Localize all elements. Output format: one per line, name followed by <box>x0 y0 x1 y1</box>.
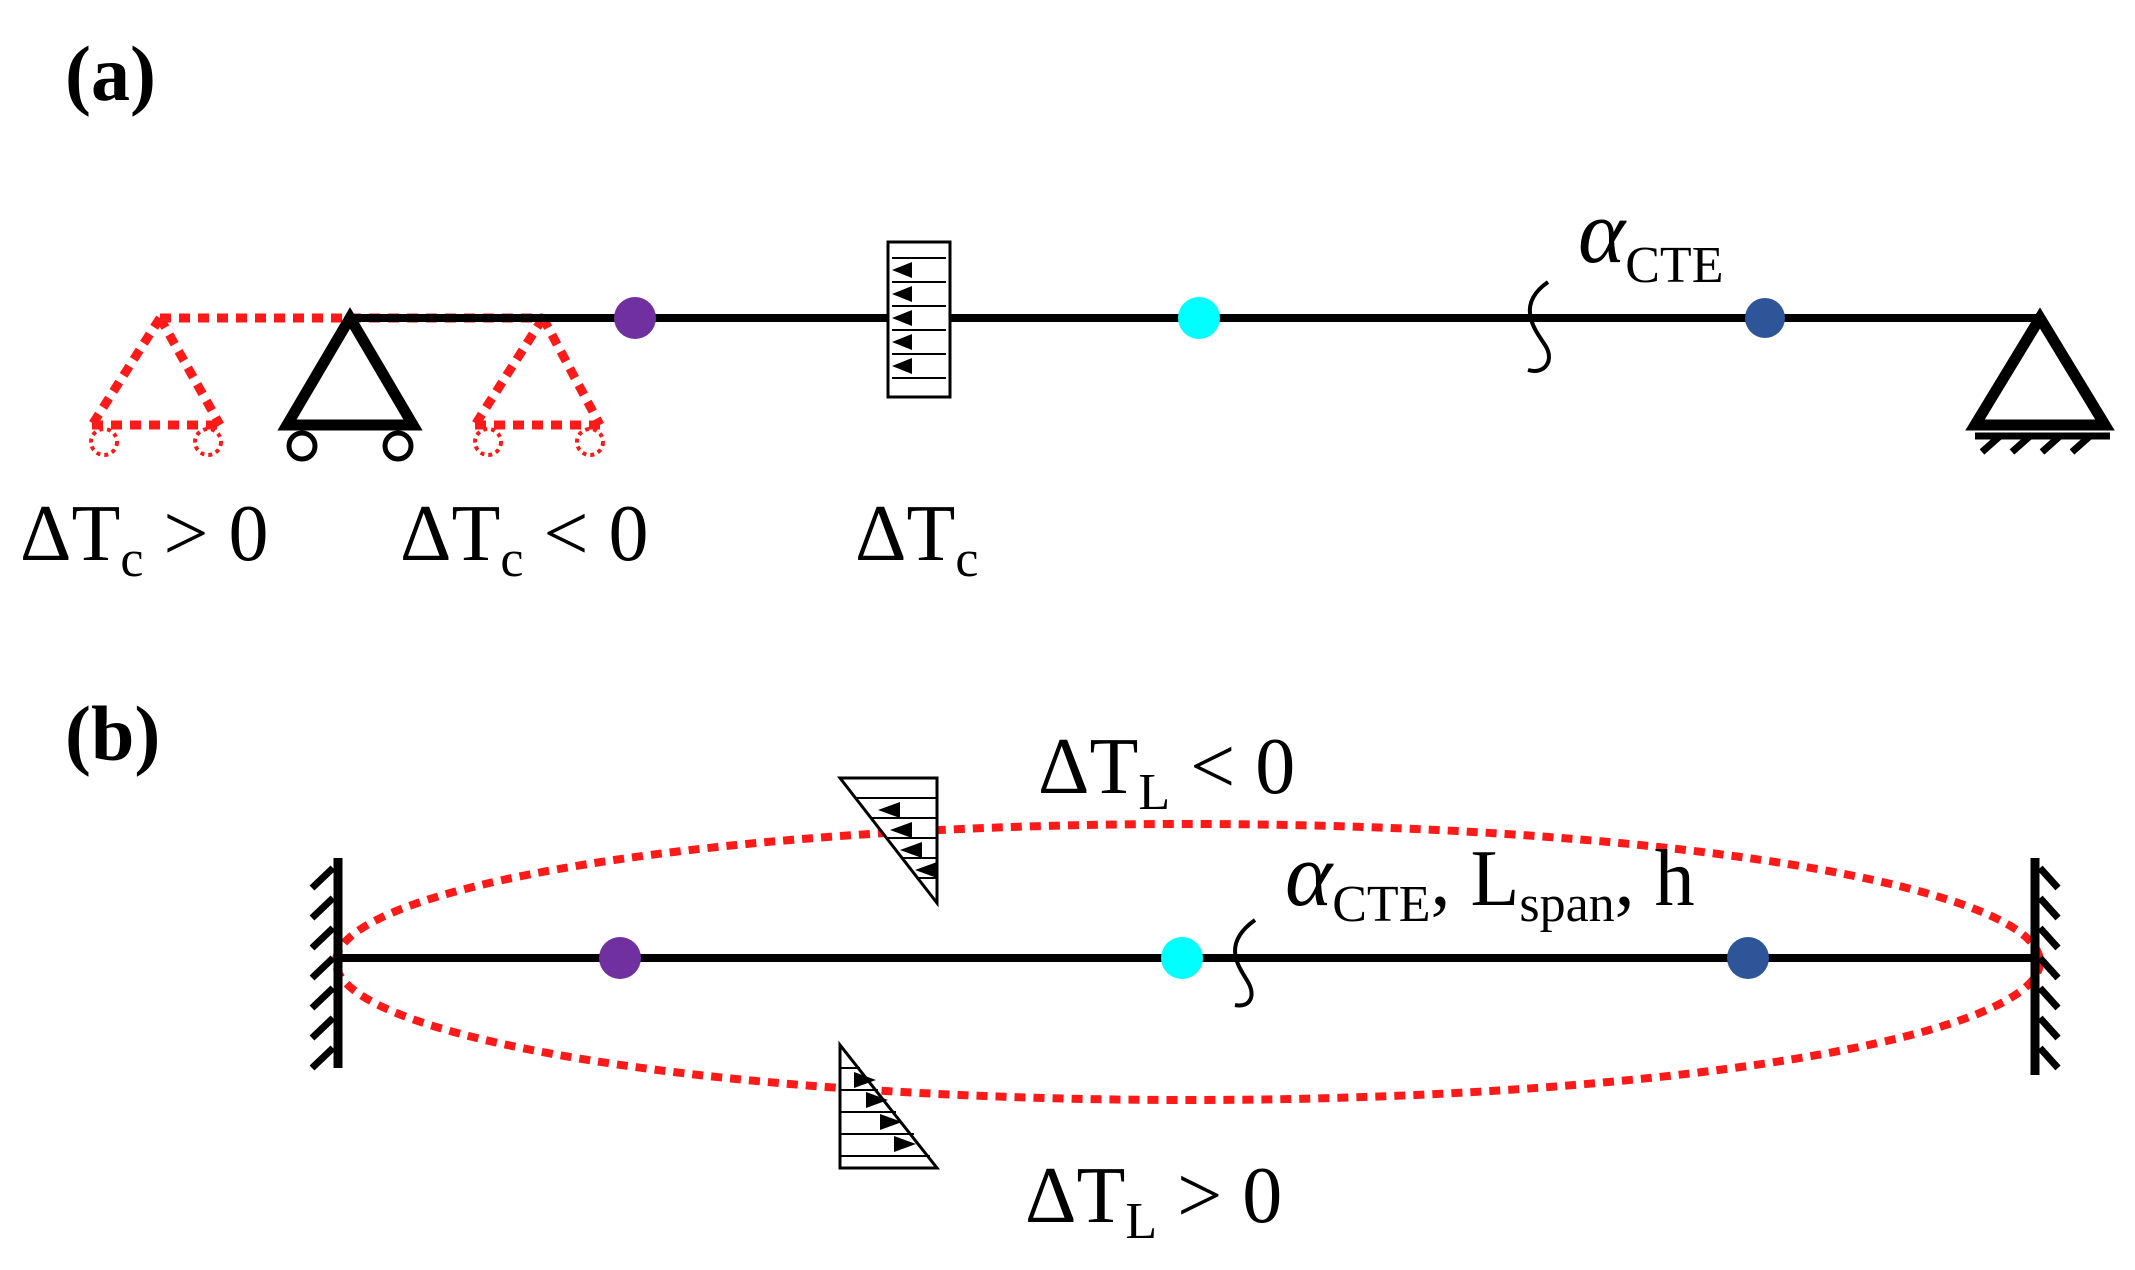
fixed-support-left <box>309 858 343 1071</box>
break-mark-a <box>1527 280 1551 373</box>
point-purple-a <box>614 297 656 339</box>
panel-a: (a) <box>20 30 2115 588</box>
label-dtl-negative: ΔTL < 0 <box>1038 723 1295 821</box>
params-label-b: αCTE, Lspan, h <box>1285 826 1695 933</box>
uniform-thermal-load-icon <box>886 240 952 399</box>
linear-thermal-load-top-icon <box>836 776 939 908</box>
deformed-support-contraction <box>471 315 605 457</box>
point-cyan-a <box>1178 297 1220 339</box>
point-cyan-b <box>1161 937 1203 979</box>
point-blue-b <box>1727 937 1769 979</box>
panel-b-label: (b) <box>65 690 160 777</box>
label-dtc-negative: ΔTc < 0 <box>400 490 649 588</box>
linear-thermal-load-bottom-icon <box>838 1040 941 1170</box>
label-dtc-positive: ΔTc > 0 <box>20 490 269 588</box>
point-blue-a <box>1745 298 1785 338</box>
break-mark-b <box>1233 918 1257 1008</box>
panel-b: (b) <box>65 690 2061 1250</box>
point-purple-b <box>599 937 641 979</box>
fixed-support-right <box>2030 858 2061 1075</box>
material-label-a: αCTE <box>1578 183 1723 294</box>
label-dtc-load: ΔTc <box>855 490 978 588</box>
pinned-support <box>1965 307 2115 455</box>
label-dtl-positive: ΔTL > 0 <box>1025 1152 1282 1250</box>
deformed-support-expansion <box>88 315 224 457</box>
roller-support <box>277 307 423 462</box>
panel-a-label: (a) <box>65 30 156 117</box>
